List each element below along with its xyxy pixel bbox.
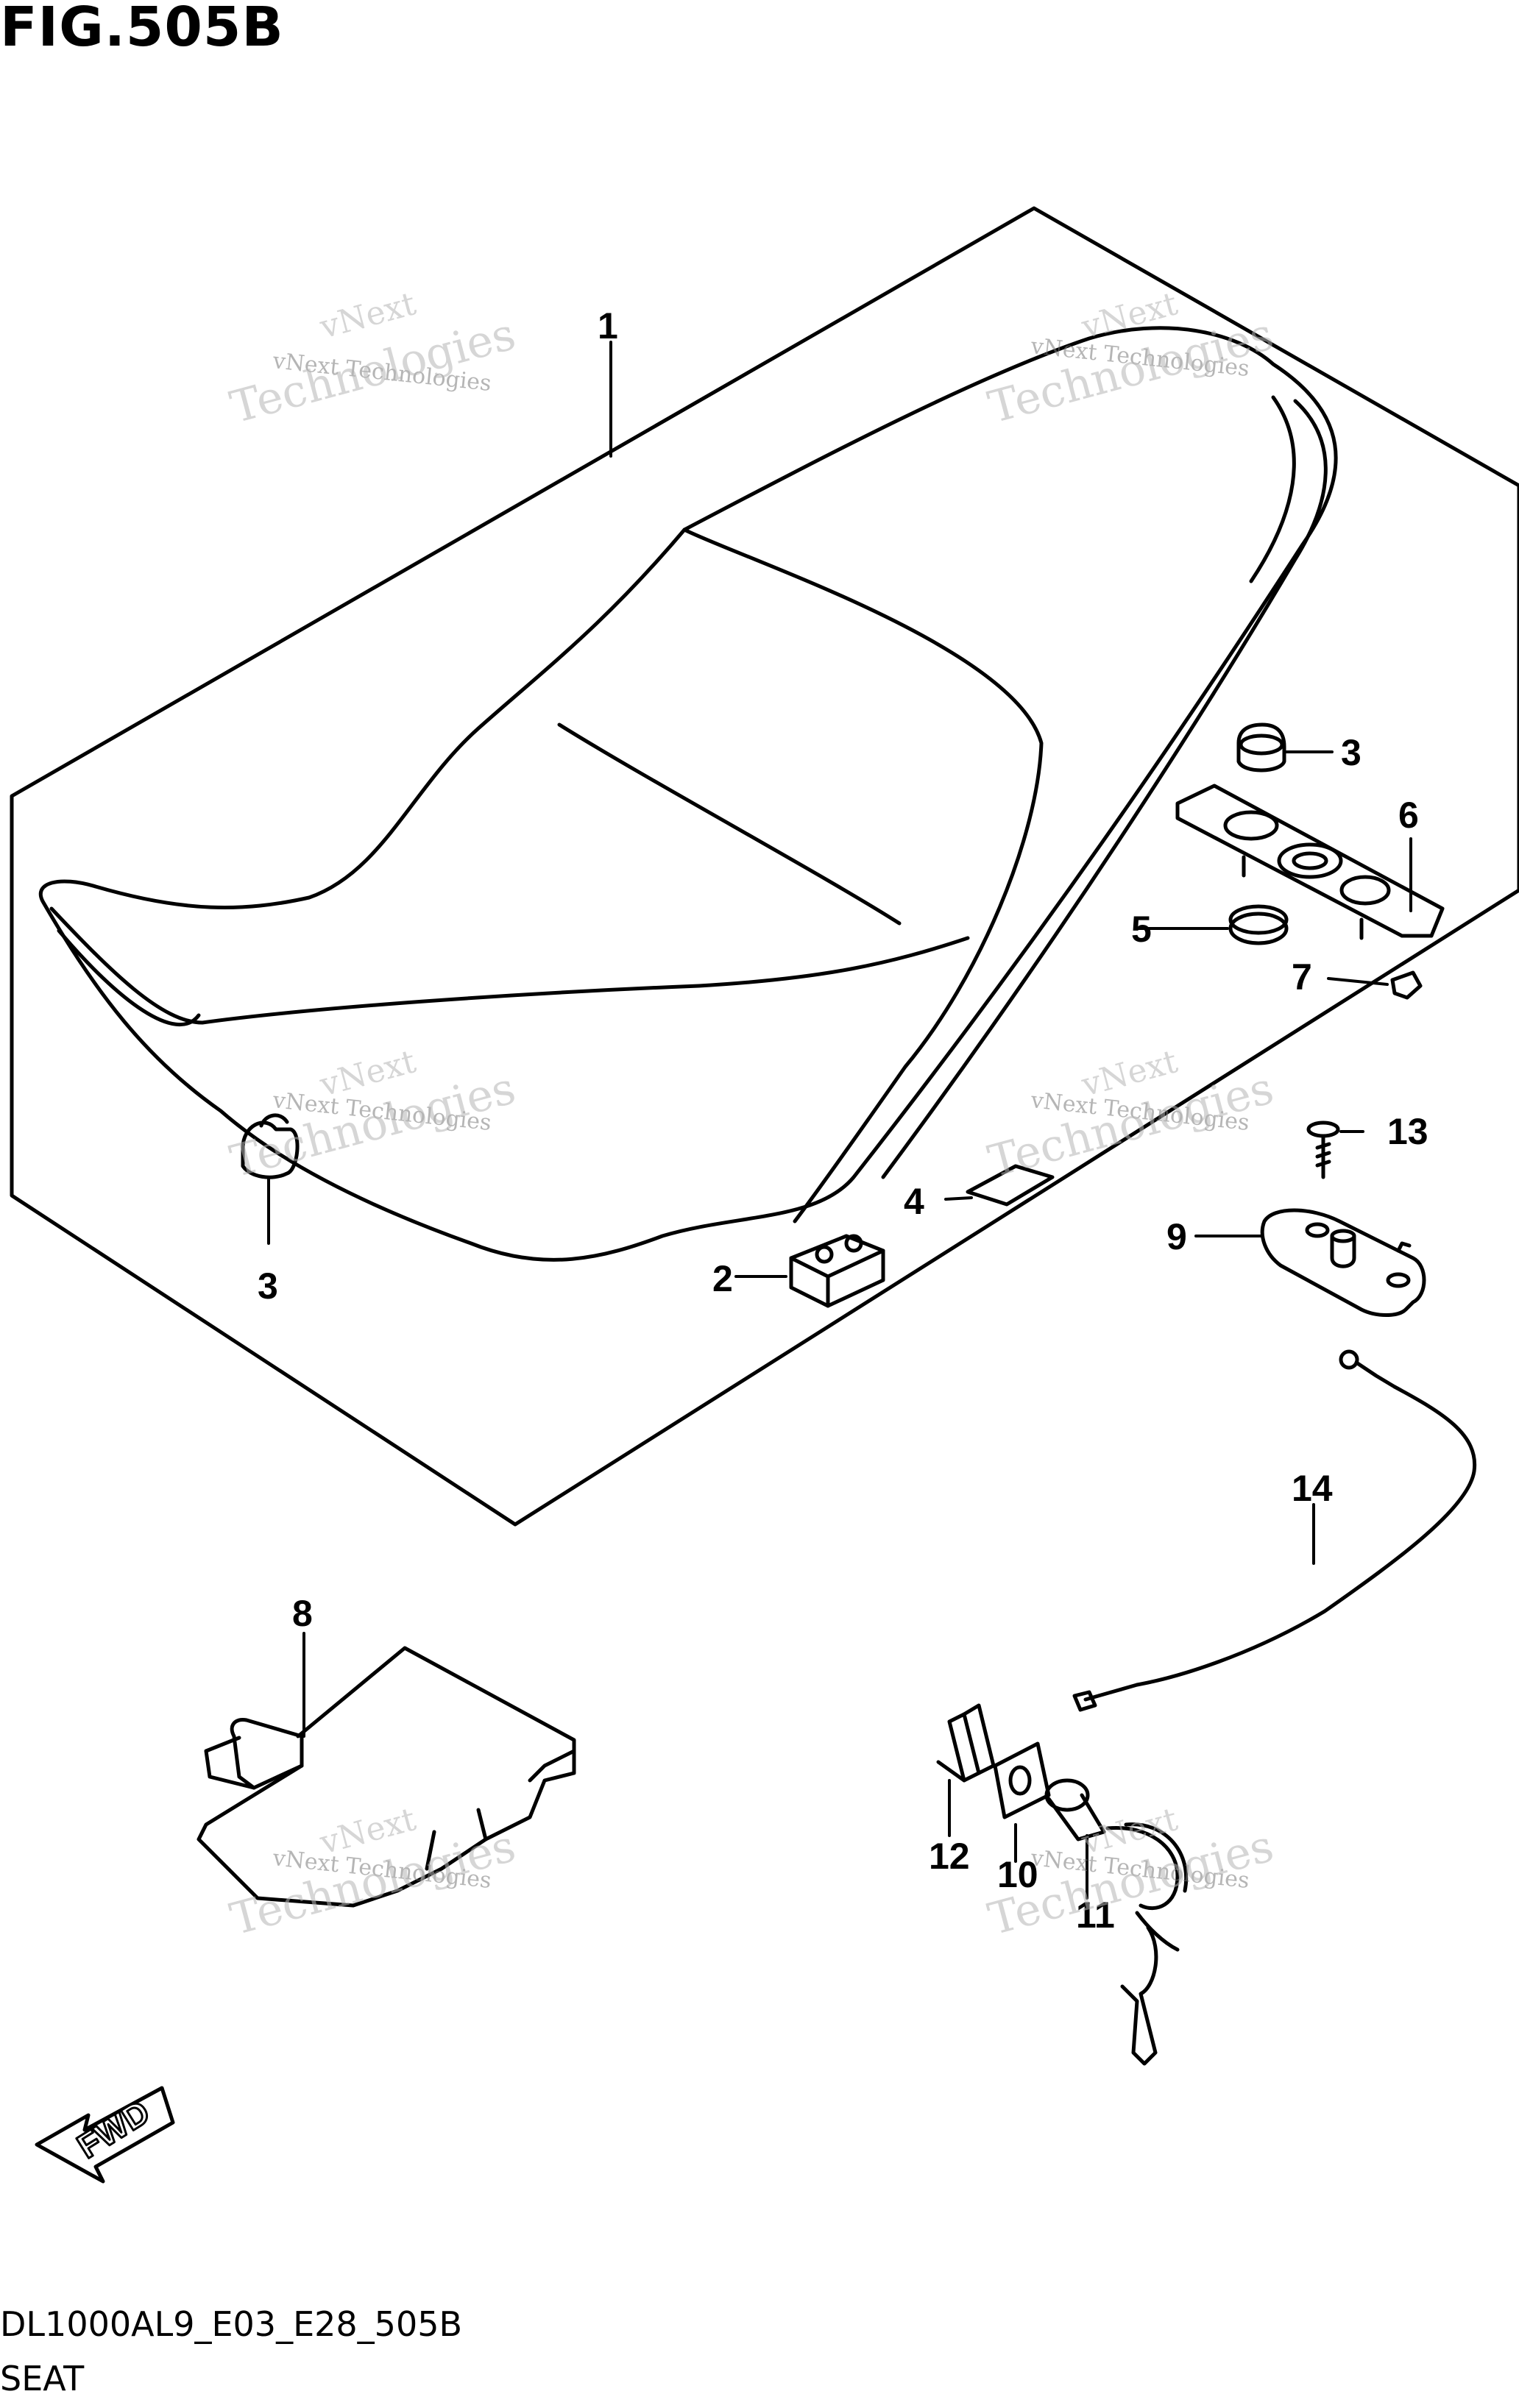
nut xyxy=(1390,970,1423,1000)
cushion-right xyxy=(1236,722,1286,773)
watermark-middle-right: vNext vNext Technologies Technologies xyxy=(983,1043,1279,1187)
callouts: 1 2 3 3 4 5 6 7 8 9 10 11 12 13 14 xyxy=(258,305,1428,1936)
watermark-top-right: vNext vNext Technologies Technologies xyxy=(983,285,1279,433)
callout-4: 4 xyxy=(904,1181,924,1222)
callout-3-left: 3 xyxy=(258,1265,278,1307)
watermark-bottom-left: vNext vNext Technologies Technologies xyxy=(225,1800,521,1945)
callout-13: 13 xyxy=(1387,1111,1428,1152)
lock-plate xyxy=(993,1741,1051,1819)
lock-assembly xyxy=(1260,1208,1426,1317)
callout-12: 12 xyxy=(929,1836,970,1877)
callout-9: 9 xyxy=(1166,1216,1187,1257)
seat-box-outline xyxy=(10,206,1519,1527)
holder xyxy=(789,1234,885,1308)
callout-11: 11 xyxy=(1076,1894,1115,1936)
cable xyxy=(1072,1349,1477,1712)
figure-name: SEAT xyxy=(0,2359,85,2398)
label-plate xyxy=(966,1164,1055,1207)
watermark-top-left: vNext vNext Technologies Technologies xyxy=(225,285,521,433)
callout-6: 6 xyxy=(1398,795,1419,836)
figure-title: FIG.505B xyxy=(0,0,284,59)
callout-10: 10 xyxy=(997,1854,1038,1895)
cushion-left xyxy=(241,1113,300,1179)
grommet xyxy=(1228,904,1289,945)
forward-arrow-icon: FWD xyxy=(35,2086,175,2184)
seat-drawing xyxy=(38,326,1338,1262)
callout-5: 5 xyxy=(1131,909,1152,950)
callout-1: 1 xyxy=(598,305,618,347)
tray xyxy=(196,1646,576,1908)
leader-lines xyxy=(267,341,1412,1900)
callout-3-right: 3 xyxy=(1341,732,1362,773)
screw xyxy=(1306,1120,1340,1179)
callout-7: 7 xyxy=(1292,956,1312,998)
clip xyxy=(936,1703,996,1783)
callout-2: 2 xyxy=(712,1258,733,1299)
callout-14: 14 xyxy=(1292,1468,1333,1509)
bracket xyxy=(1175,784,1445,940)
figure-code: DL1000AL9_E03_E28_505B xyxy=(0,2304,463,2344)
callout-8: 8 xyxy=(292,1593,313,1634)
key-set xyxy=(1044,1778,1189,2066)
